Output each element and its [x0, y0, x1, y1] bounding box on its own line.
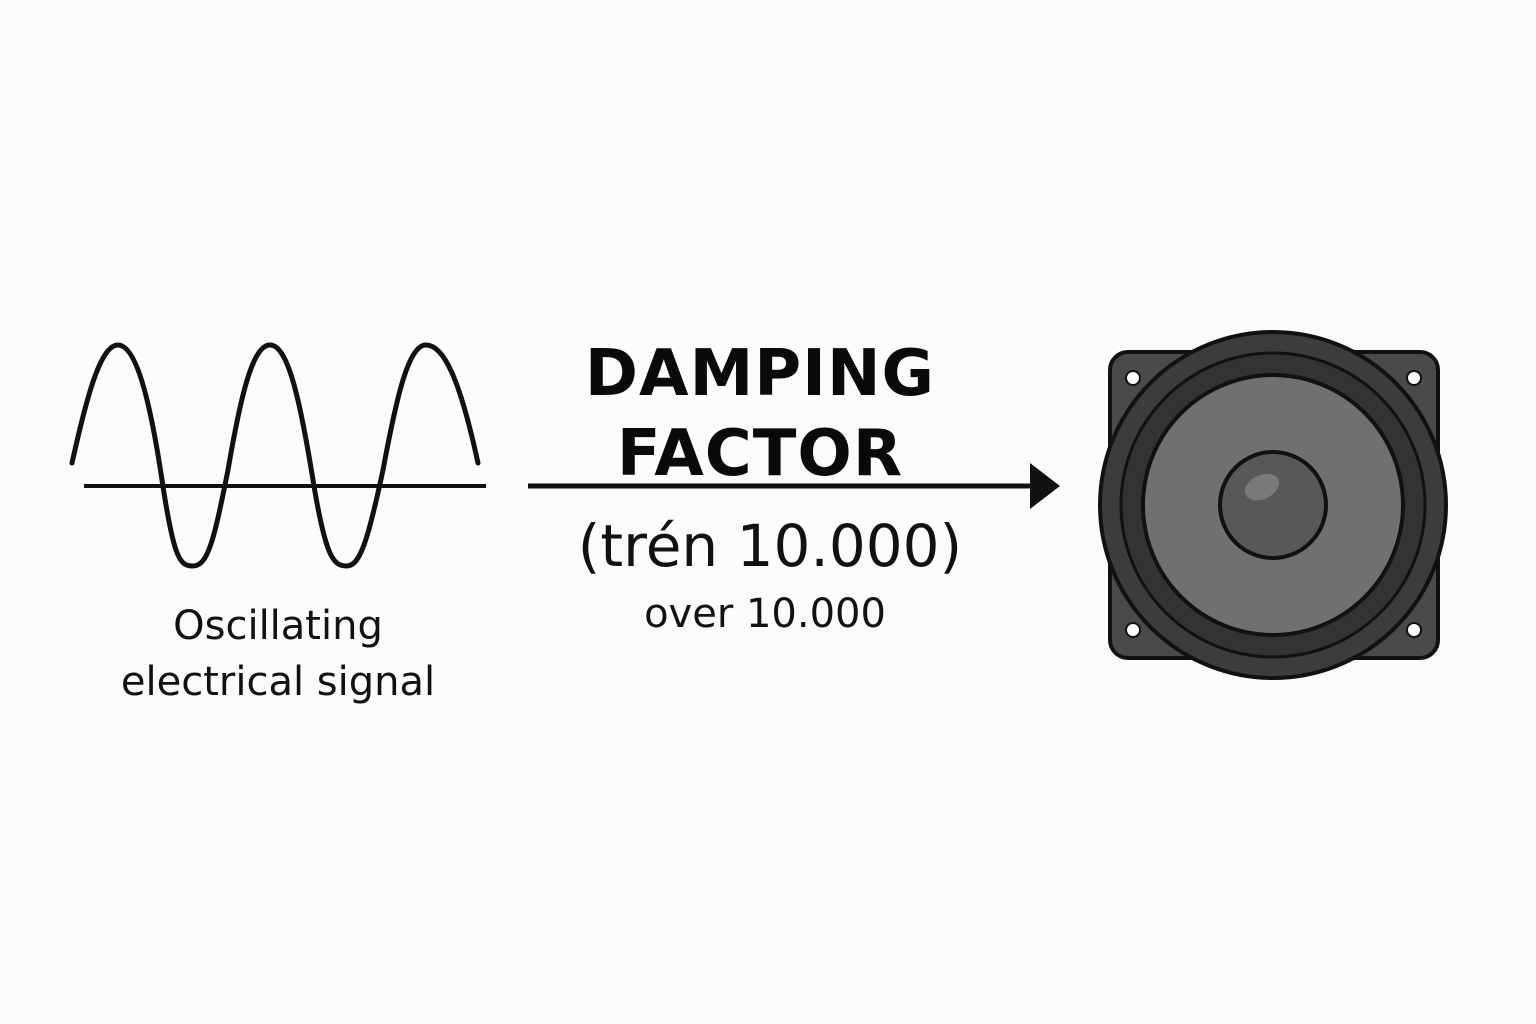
title-line2: FACTOR: [616, 417, 904, 491]
signal-label-line2: electrical signal: [120, 659, 436, 705]
damping-note: over 10.000: [644, 591, 886, 637]
title-line1: DAMPING: [584, 337, 936, 411]
speaker-dustcap: [1218, 450, 1328, 560]
mount-hole-bottom-right: [1406, 622, 1422, 638]
arrow-right-icon: [528, 463, 1060, 509]
sine-wave-icon: [69, 342, 486, 569]
damping-value: (trén 10.000): [577, 512, 963, 580]
signal-label-line1: Oscillating: [173, 603, 383, 649]
mount-hole-bottom-left: [1125, 622, 1141, 638]
speaker-icon: [1098, 330, 1448, 680]
mount-hole-top-left: [1125, 370, 1141, 386]
dustcap-highlight: [1244, 473, 1280, 501]
signal-label: Oscillating electrical signal: [78, 598, 478, 710]
signal-wave: [69, 342, 481, 569]
mount-hole-top-right: [1406, 370, 1422, 386]
